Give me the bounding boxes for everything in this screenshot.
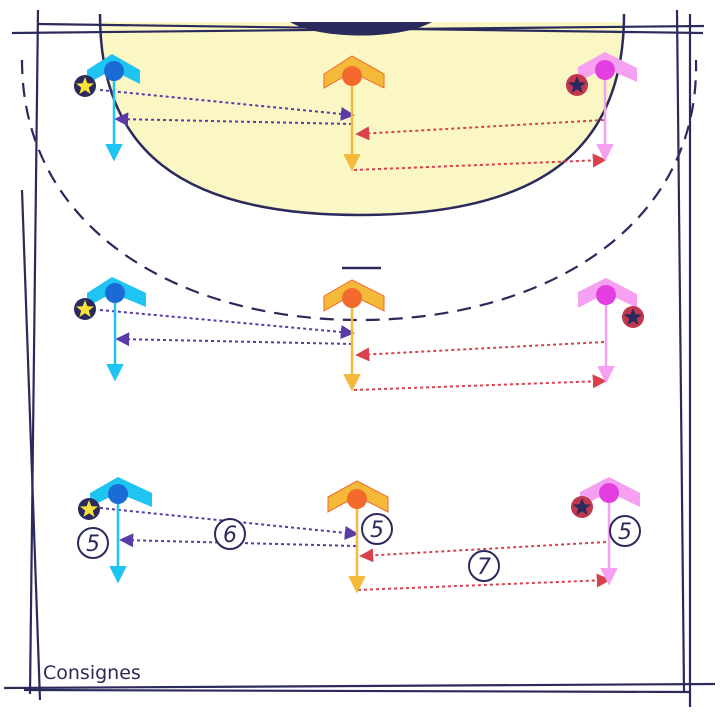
player-right (566, 52, 637, 162)
player-left (74, 277, 146, 382)
player-dot (595, 60, 615, 80)
step-label-text: 6 (223, 523, 237, 548)
row-2 (74, 277, 644, 392)
star-icon (80, 500, 98, 517)
pass-arrow (355, 341, 605, 362)
pass-arrow (359, 541, 607, 563)
step-label-text: 5 (618, 520, 632, 545)
star-icon (76, 77, 94, 94)
step-label-5-right: 5 (609, 515, 641, 547)
step-label-5-center: 5 (361, 513, 393, 545)
player-center (323, 279, 385, 392)
player-dot (342, 288, 362, 308)
star-icon (76, 300, 94, 317)
player-right (571, 477, 640, 586)
star-icon (573, 498, 591, 515)
player-right (578, 278, 644, 384)
player-dot (108, 484, 128, 504)
player-dot (105, 283, 125, 303)
player-center (327, 480, 389, 594)
player-center (323, 55, 385, 172)
row-3: 5 5 5 6 7 (77, 477, 641, 594)
player-dot (347, 489, 367, 509)
player-left (74, 54, 140, 162)
player-dot (596, 285, 616, 305)
court-boundary (3, 9, 716, 707)
pass-arrow (99, 89, 355, 121)
pass-arrow (353, 374, 607, 391)
player-dot (104, 61, 124, 81)
pass-arrow (99, 309, 355, 339)
star-icon (568, 76, 586, 93)
player-dot (342, 66, 362, 86)
player-dot (599, 483, 619, 503)
goal-area-zone (100, 22, 622, 215)
step-label-text: 5 (86, 532, 100, 557)
step-label-6: 6 (214, 518, 246, 550)
step-label-text: 5 (370, 518, 384, 543)
player-left (78, 477, 152, 584)
pass-arrow (355, 119, 605, 141)
free-throw-line (20, 59, 698, 322)
caption: Consignes (43, 662, 141, 684)
step-label-7: 7 (468, 550, 500, 582)
star-icon (624, 308, 642, 325)
row-1 (74, 52, 637, 172)
step-label-text: 7 (477, 555, 491, 580)
step-label-5-left: 5 (77, 527, 109, 559)
pass-arrow (115, 332, 353, 347)
